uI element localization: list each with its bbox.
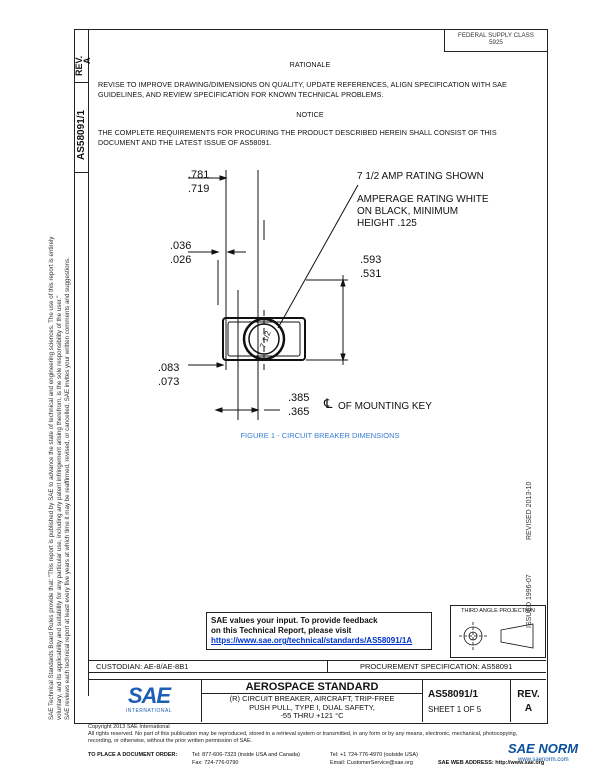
email[interactable]: Email: CustomerService@sae.org: [330, 760, 413, 766]
custodian-bottom-line: [88, 672, 546, 673]
amperage-note: AMPERAGE RATING WHITE ON BLACK, MINIMUM …: [357, 194, 489, 230]
custodian: CUSTODIAN: AE-8/AE-8B1: [96, 662, 189, 671]
rights-line-1: All rights reserved. No part of this pub…: [88, 731, 518, 737]
disclaimer-line-1: SAE Technical Standards Board Rules prov…: [48, 236, 55, 721]
button-label: 7 1/2: [258, 329, 273, 349]
projection-symbol-icon: [459, 622, 534, 650]
page-frame: [74, 29, 548, 724]
dim-073: .073: [158, 376, 180, 388]
rights-line-2: recording, or otherwise, without the pri…: [88, 738, 253, 744]
fax: Fax: 724-776-0790: [192, 760, 239, 766]
left-strip-line: [74, 172, 88, 173]
notice-text: THE COMPLETE REQUIREMENTS FOR PROCURING …: [98, 128, 497, 147]
disclaimer-line-3: SAE reviews each technical report at lea…: [64, 257, 71, 720]
custodian-divider: [327, 660, 328, 672]
logo-divider: [201, 679, 202, 722]
left-strip-line: [74, 82, 88, 83]
sheet-number: SHEET 1 OF 5: [428, 705, 482, 714]
feedback-link[interactable]: https://www.sae.org/technical/standards/…: [211, 636, 413, 645]
watermark-url: www.saenorm.com: [518, 757, 569, 763]
copyright: Copyright 2013 SAE International: [88, 724, 170, 730]
dim-365: .365: [288, 406, 310, 418]
rationale-text: REVISE TO IMPROVE DRAWING/DIMENSIONS ON …: [98, 80, 507, 99]
rev-divider: [510, 679, 511, 722]
rev-value: A: [524, 703, 533, 714]
rev-value-vertical: A: [82, 57, 92, 65]
description-line-2: PUSH PULL, TYPE I, DUAL SAFETY,: [249, 702, 375, 712]
dim-593: .593: [360, 254, 382, 266]
doc-number-vertical: AS58091/1: [76, 109, 87, 160]
mounting-key-note: OF MOUNTING KEY: [338, 401, 432, 412]
dim-531: .531: [360, 268, 382, 280]
feedback-line-2: on this Technical Report, please visit: [211, 626, 352, 635]
standard-underline: [201, 693, 422, 694]
projection-box: THIRD ANGLE PROJECTION: [450, 605, 546, 658]
description-line-3: -55 THRU +121 °C: [280, 711, 344, 720]
disclaimer-line-2: voluntary, and its applicability and sui…: [56, 295, 63, 720]
rev-label: REV.: [517, 689, 540, 700]
custodian-top-line: [88, 660, 546, 661]
amperage-note-line-1: AMPERAGE RATING WHITE: [357, 194, 489, 205]
tel-usa: Tel: 877-606-7323 (inside USA and Canada…: [192, 752, 300, 758]
dim-083: .083: [158, 362, 180, 374]
amperage-note-line-3: HEIGHT .125: [357, 218, 417, 229]
revised-date: REVISED 2013-10: [526, 481, 533, 540]
figure-caption: FIGURE 1 - CIRCUIT BREAKER DIMENSIONS: [240, 431, 400, 440]
federal-supply-class-label: FEDERAL SUPPLY CLASS: [458, 32, 534, 39]
title-doc-number: AS58091/1: [428, 689, 479, 700]
sae-logo: SAE INTERNATIONAL: [118, 684, 180, 718]
footer-rights: Copyright 2013 SAE International All rig…: [88, 724, 548, 745]
dim-036: .036: [170, 240, 192, 252]
document-description: (R) CIRCUIT BREAKER, AIRCRAFT, TRIP-FREE…: [202, 694, 422, 721]
dim-781: .781: [188, 169, 210, 181]
web-address[interactable]: SAE WEB ADDRESS: http://www.sae.org: [438, 760, 545, 766]
dim-719: .719: [188, 183, 210, 195]
amp-rating-note: 7 1/2 AMP RATING SHOWN: [357, 171, 484, 182]
rationale-heading: RATIONALE: [289, 60, 331, 69]
centerline-symbol: ℄: [324, 396, 333, 411]
aerospace-standard-title: AEROSPACE STANDARD: [245, 681, 379, 693]
projection-label: THIRD ANGLE PROJECTION: [461, 608, 535, 614]
circuit-breaker-drawing: 7 1/2: [188, 170, 359, 420]
notice-heading: NOTICE: [296, 110, 324, 119]
order-label: TO PLACE A DOCUMENT ORDER:: [88, 752, 178, 758]
federal-supply-class-value: 5925: [489, 39, 503, 46]
feedback-line-1: SAE values your input. To provide feedba…: [211, 616, 378, 625]
watermark-title: SAE NORM: [508, 741, 579, 756]
description-line-1: (R) CIRCUIT BREAKER, AIRCRAFT, TRIP-FREE: [229, 694, 395, 703]
left-strip-divider: [88, 29, 89, 696]
sae-logo-text: SAE: [127, 683, 171, 708]
amperage-note-line-2: ON BLACK, MINIMUM: [357, 206, 459, 217]
dim-385: .385: [288, 392, 310, 404]
dim-026: .026: [170, 254, 192, 266]
federal-supply-class-box: FEDERAL SUPPLY CLASS 5925: [444, 29, 547, 52]
title-block-top-line: [88, 679, 546, 680]
tel-outside: Tel: +1 724-776-4970 (outside USA): [330, 752, 418, 758]
title-divider: [422, 679, 423, 722]
sae-logo-sub: INTERNATIONAL: [125, 708, 173, 714]
feedback-box: SAE values your input. To provide feedba…: [206, 612, 432, 650]
procurement-spec: PROCUREMENT SPECIFICATION: AS58091: [360, 662, 513, 671]
